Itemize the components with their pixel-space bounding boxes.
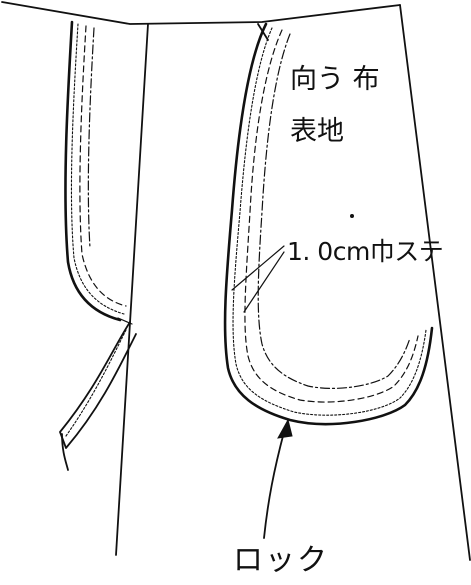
pocket-bag-inner-line: [257, 33, 411, 389]
top-edge-line: [1, 1, 401, 25]
left-lower-flap-serge: [65, 329, 127, 437]
pocket-top-notch: [257, 23, 269, 41]
pocket-bag-serge: [232, 27, 427, 416]
tape-leader-line-upper: [231, 245, 285, 291]
label-stitch-tape: 1. 0cm巾ステ: [287, 237, 444, 266]
left-lower-flap-tail: [61, 433, 69, 471]
lock-arrow-head: [277, 418, 293, 439]
right-side-seam: [399, 4, 471, 561]
left-facing-serge: [70, 23, 125, 315]
lock-arrow-shaft: [263, 431, 285, 539]
pocket-bag-stitch: [244, 29, 419, 403]
ink-speck: [350, 214, 354, 218]
label-overlock: ロック: [233, 543, 329, 578]
left-facing-outer-edge: [64, 20, 122, 322]
left-facing-inner-line: [87, 27, 95, 249]
tape-leader-line-lower: [243, 251, 285, 313]
left-facing-stitch: [79, 25, 127, 307]
center-vertical-line: [115, 23, 149, 556]
pocket-bag-outer-edge: [223, 22, 434, 426]
label-outer-fabric: 表地: [290, 116, 344, 147]
label-facing-fabric: 向う 布: [290, 64, 380, 95]
